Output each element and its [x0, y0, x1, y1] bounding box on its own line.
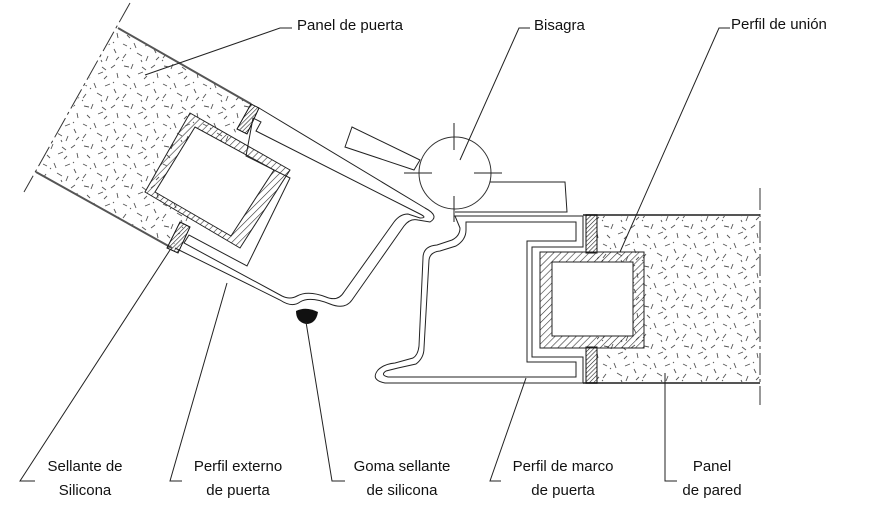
- label-goma-sellante-de-silicona: Goma sellante de silicona: [346, 455, 458, 503]
- wall-sealant-top: [585, 214, 598, 254]
- leader-perfil-union: [619, 27, 730, 253]
- label-sellante-de-silicona: Sellante de Silicona: [35, 455, 135, 503]
- label-line: de puerta: [206, 482, 270, 499]
- hinge-leaf-door: [344, 126, 421, 171]
- label-line: Panel: [692, 458, 732, 475]
- leader-perfil-externo: [169, 282, 228, 482]
- door-panel-top-edge: [117, 27, 252, 105]
- door-sealant-top: [236, 103, 260, 135]
- door-frame-profile: [374, 215, 584, 384]
- leader-bisagra: [459, 27, 530, 161]
- leader-perfil-marco: [489, 377, 527, 482]
- frame-union-tube-hollow: [551, 261, 634, 337]
- label-line: Goma sellante: [353, 458, 451, 475]
- label-line: de puerta: [531, 482, 595, 499]
- label-perfil-de-union: Perfil de unión: [731, 16, 827, 33]
- leader-sellante: [19, 249, 171, 482]
- label-perfil-de-marco-de-puerta: Perfil de marco de puerta: [503, 455, 623, 503]
- label-line: de silicona: [366, 482, 438, 499]
- label-bisagra: Bisagra: [534, 17, 585, 34]
- label-perfil-externo-de-puerta: Perfil externo de puerta: [183, 455, 293, 503]
- leader-panel-puerta: [144, 27, 292, 76]
- door-frame-profile-inner: [382, 221, 577, 378]
- frame-assembly: [374, 188, 761, 405]
- silicone-rubber-seal: [296, 308, 318, 324]
- door-external-profile: [174, 107, 435, 307]
- label-line: Silicona: [58, 482, 112, 499]
- leader-lines: [19, 27, 730, 482]
- label-panel-de-pared: Panel de pared: [672, 455, 752, 503]
- door-union-tube-hollow: [154, 126, 275, 237]
- label-line: Sellante de: [47, 458, 123, 475]
- label-panel-de-puerta: Panel de puerta: [297, 17, 403, 34]
- hinge: [344, 123, 568, 222]
- door-external-profile-inner: [183, 117, 425, 300]
- door-panel-bottom-edge: [35, 171, 173, 249]
- label-line: de pared: [682, 482, 742, 499]
- door-assembly: [23, 2, 435, 324]
- leader-panel-pared: [664, 373, 677, 482]
- label-line: Perfil externo: [193, 458, 283, 475]
- break-line: [23, 2, 131, 193]
- label-line: Perfil de marco: [512, 458, 614, 475]
- wall-sealant-bottom: [585, 346, 598, 384]
- door-sealant-bottom: [166, 221, 191, 254]
- leader-goma: [305, 321, 345, 482]
- hinge-leaf-frame: [455, 181, 568, 213]
